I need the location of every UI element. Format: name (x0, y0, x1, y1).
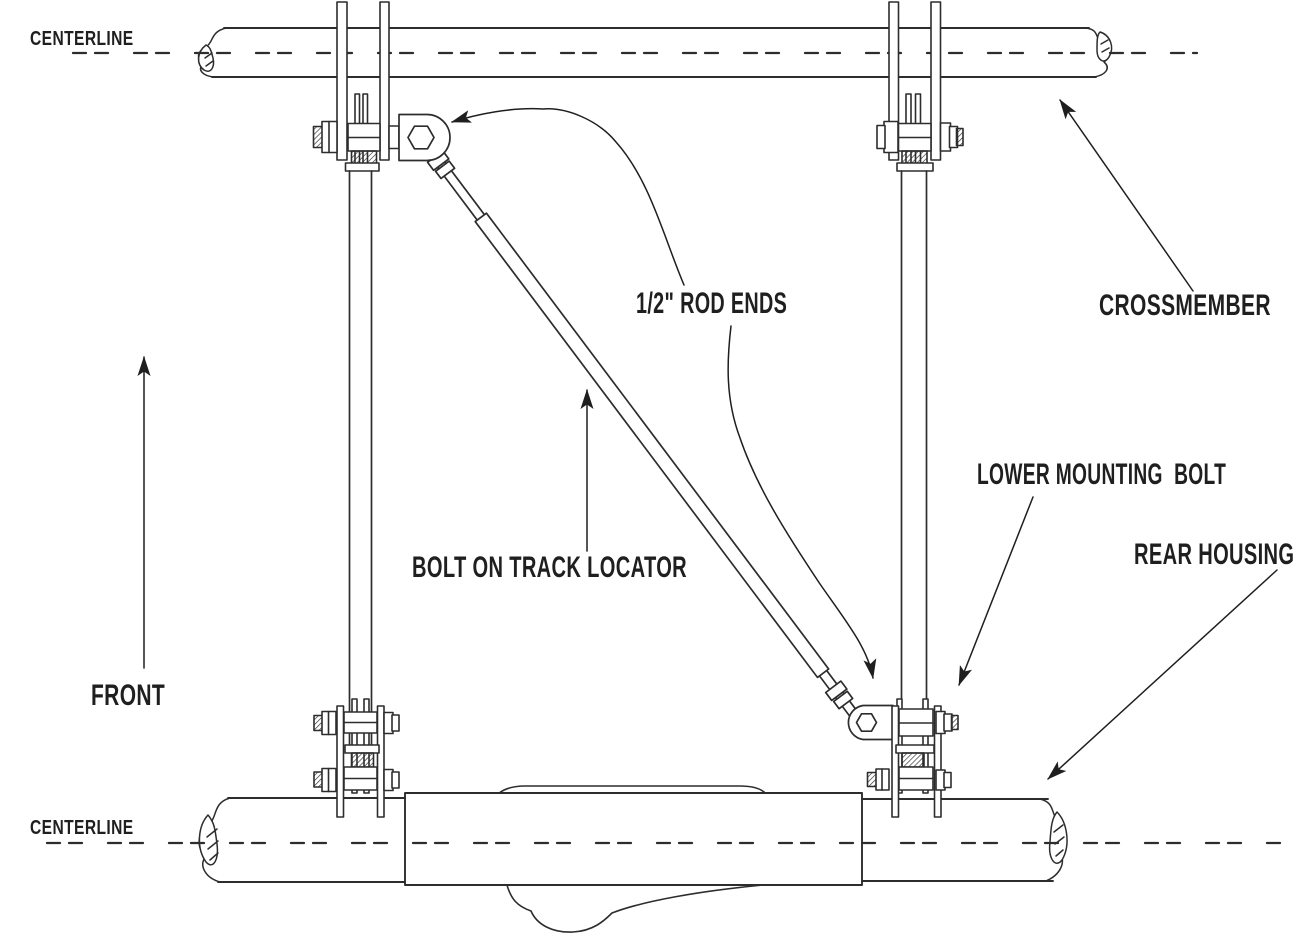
upper-left-bracket (312, 1, 400, 172)
lower-jam-nut (824, 680, 854, 710)
upper-rod-end (398, 113, 451, 162)
lower-mounting-bolt-arrow (958, 496, 1034, 686)
lower-left-adjuster-threads (350, 752, 375, 768)
left-link-bar (348, 170, 373, 747)
lower-left-upper-bolt (313, 710, 400, 736)
lower-left-clevis (313, 698, 400, 818)
right-link-bar (900, 170, 928, 747)
left-adjuster-threads (350, 150, 378, 165)
lower-right-upper-bolt (898, 708, 959, 737)
rod-ends-upper-arrow (451, 107, 685, 286)
front-label: FRONT (91, 679, 166, 712)
right-adjuster-threads (901, 150, 928, 165)
centerline-label-top: CENTERLINE (30, 28, 134, 50)
rod-ends-lower-arrow (727, 325, 877, 679)
tube-break-bottom-right (1039, 798, 1068, 882)
lower-right-lower-bolt (866, 766, 952, 791)
rear-housing-arrow (1047, 569, 1278, 780)
tube-break-top-left (197, 27, 227, 78)
rear-housing-label: REAR HOUSING (1134, 538, 1295, 571)
lower-mounting-bolt-label: LOWER MOUNTING BOLT (977, 458, 1227, 491)
rod-ends-label: 1/2" ROD ENDS (636, 287, 788, 320)
upper-right-bracket (876, 1, 964, 172)
tube-break-bottom-left (198, 797, 231, 883)
bolt-on-track-locator-label: BOLT ON TRACK LOCATOR (412, 551, 688, 584)
lower-rod-end (847, 704, 894, 741)
crossmember-arrow (1059, 99, 1194, 292)
centerline-label-bottom: CENTERLINE (30, 817, 134, 839)
upper-mounting-bolt-left (312, 120, 400, 154)
crossmember-label: CROSSMEMBER (1099, 289, 1271, 322)
upper-mounting-bolt-right (876, 120, 964, 154)
lower-right-clevis (866, 698, 959, 818)
crossmember-tube (197, 27, 1113, 78)
track-locator-rod (425, 146, 869, 732)
rear-housing (198, 785, 1068, 933)
lower-right-adjuster-threads (901, 752, 925, 768)
tube-break-top-right (1085, 27, 1113, 78)
lower-left-lower-bolt (313, 766, 400, 793)
